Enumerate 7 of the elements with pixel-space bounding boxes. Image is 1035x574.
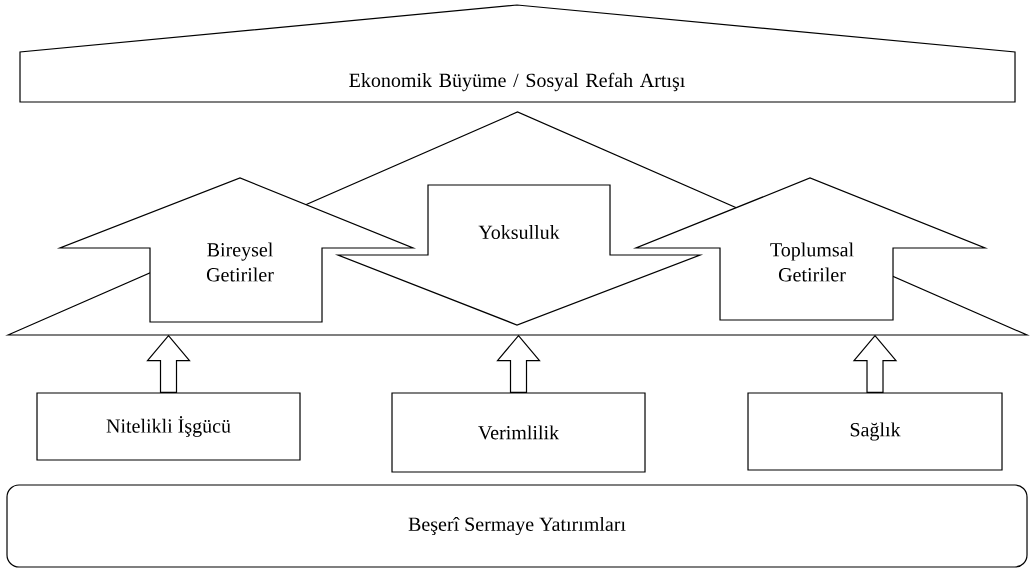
block-arrow — [496, 334, 541, 393]
text-box: Nitelikli İşgücü — [36, 392, 301, 461]
block-arrow — [852, 334, 898, 393]
text-box: Sağlık — [747, 392, 1003, 471]
block-arrow — [146, 334, 191, 393]
text-box: Verimlilik — [391, 392, 646, 473]
rounded-box: Beşerî Sermaye Yatırımları — [6, 484, 1028, 568]
